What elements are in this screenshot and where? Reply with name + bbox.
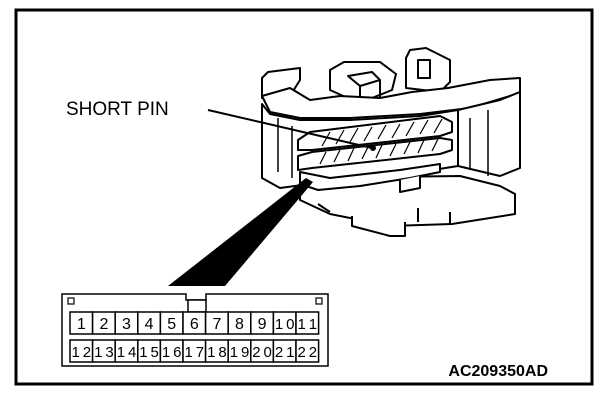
pin-number: 3: [122, 316, 131, 333]
pin-number: 5: [167, 316, 176, 333]
connector-housing-drawing: [261, 47, 521, 237]
pin-number: 9: [258, 316, 267, 333]
pin-cavities: [319, 118, 443, 165]
pin-number: 4: [145, 316, 154, 333]
callout-wedge: [168, 178, 313, 286]
pin-cell: [295, 339, 320, 363]
pin-number: 7: [212, 316, 221, 333]
pin-number: 8: [235, 316, 244, 333]
short-pin-label: SHORT PIN: [66, 99, 169, 120]
figure-code: AC209350AD: [448, 363, 548, 380]
pin-number: 6: [190, 316, 199, 333]
pin-cell: [295, 311, 320, 335]
pin-number: 1: [77, 316, 86, 333]
short-pin-dot: [370, 145, 376, 151]
pin-number: 2: [99, 316, 108, 333]
short-pin-leader-line: [207, 109, 373, 149]
outer-frame: [14, 8, 594, 386]
